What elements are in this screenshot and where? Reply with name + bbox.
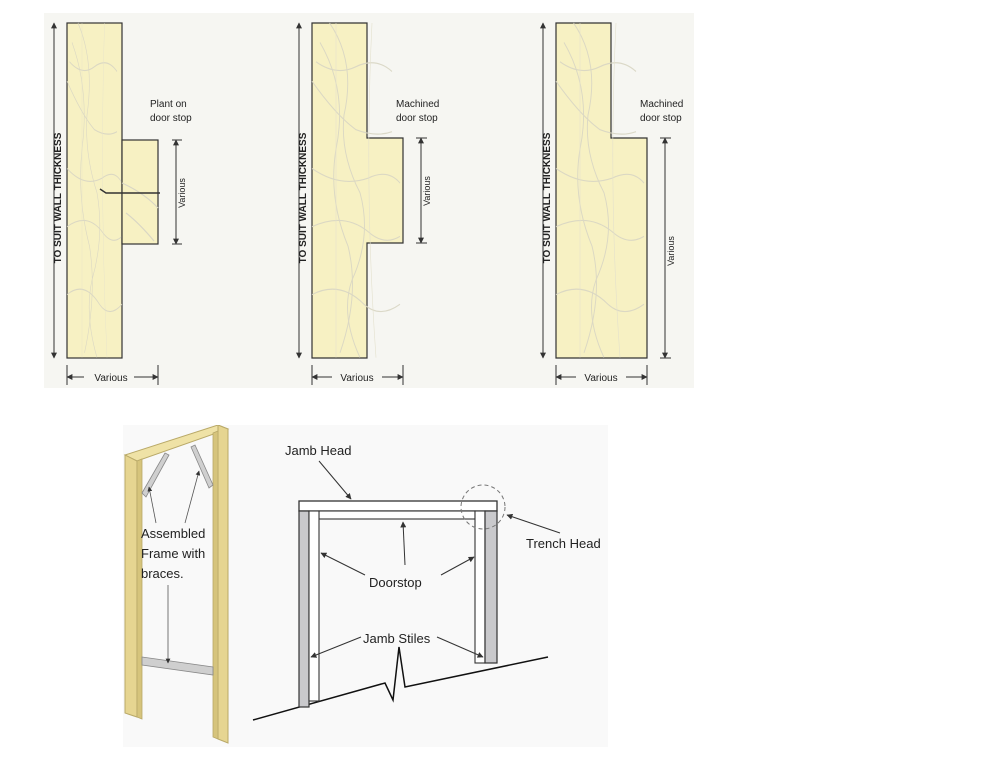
- doorstop-label: Doorstop: [369, 575, 422, 590]
- vertical-dim-label-1: Various: [177, 178, 187, 208]
- jamb-stiles-label: Jamb Stiles: [363, 631, 431, 646]
- vertical-dim-label-2: Various: [422, 176, 432, 206]
- wall-dim-label-3: TO SUIT WALL THICKNESS: [542, 132, 553, 263]
- jamb-timber-1: [66, 22, 123, 359]
- wall-dim-label-1: TO SUIT WALL THICKNESS: [53, 132, 64, 263]
- jamb-timber-3: [555, 22, 648, 359]
- assembled-frame-illustration: Assembled Frame with braces.: [123, 425, 230, 744]
- frame-caption-line1: Assembled: [141, 526, 205, 541]
- section-title-2-line1: Machined: [396, 99, 439, 110]
- section-machined-stop-2: Various Various TO SUIT WALL THICKNESS M…: [540, 22, 683, 385]
- frame-caption-line3: braces.: [141, 566, 184, 581]
- jamb-head: [298, 500, 498, 512]
- door-stop-sections-drawing: Various Various TO SUIT WALL THICKNESS P…: [51, 22, 683, 385]
- left-doorstop: [308, 510, 320, 702]
- right-jamb-stile: [484, 510, 498, 664]
- left-jamb-stile: [298, 510, 310, 708]
- doorstop-head: [318, 510, 476, 520]
- nail-icon: [99, 188, 160, 194]
- vertical-dim-label-3: Various: [666, 236, 676, 266]
- frame-caption-line2: Frame with: [141, 546, 205, 561]
- section-title-1-line2: door stop: [150, 113, 192, 124]
- width-dim-label-3: Various: [584, 373, 617, 384]
- jamb-head-label: Jamb Head: [285, 443, 351, 458]
- wall-dim-label-2: TO SUIT WALL THICKNESS: [298, 132, 309, 263]
- right-doorstop: [474, 510, 486, 664]
- trench-head-detail-circle: [460, 484, 506, 530]
- jamb-timber-2: [311, 22, 404, 359]
- width-dim-label-1: Various: [94, 373, 127, 384]
- jamb-diagram: Jamb Head Trench Head Doorstop Jamb Stil…: [252, 443, 601, 721]
- door-frame-drawing: Assembled Frame with braces. Jamb Head T…: [123, 425, 601, 744]
- section-title-2-line2: door stop: [396, 113, 438, 124]
- section-title-1-line1: Plant on: [150, 99, 187, 110]
- trench-head-label: Trench Head: [526, 536, 601, 551]
- floor-line: [252, 646, 549, 721]
- section-title-3-line2: door stop: [640, 113, 682, 124]
- plant-on-stop-timber: [121, 139, 159, 245]
- width-dim-label-2: Various: [340, 373, 373, 384]
- section-machined-stop-1: Various Various TO SUIT WALL THICKNESS M…: [296, 22, 439, 385]
- door-stop-sections-panel: Various Various TO SUIT WALL THICKNESS P…: [44, 13, 694, 388]
- door-frame-panel: Assembled Frame with braces. Jamb Head T…: [123, 425, 608, 747]
- section-plant-on-stop: Various Various TO SUIT WALL THICKNESS P…: [51, 22, 192, 385]
- section-title-3-line1: Machined: [640, 99, 683, 110]
